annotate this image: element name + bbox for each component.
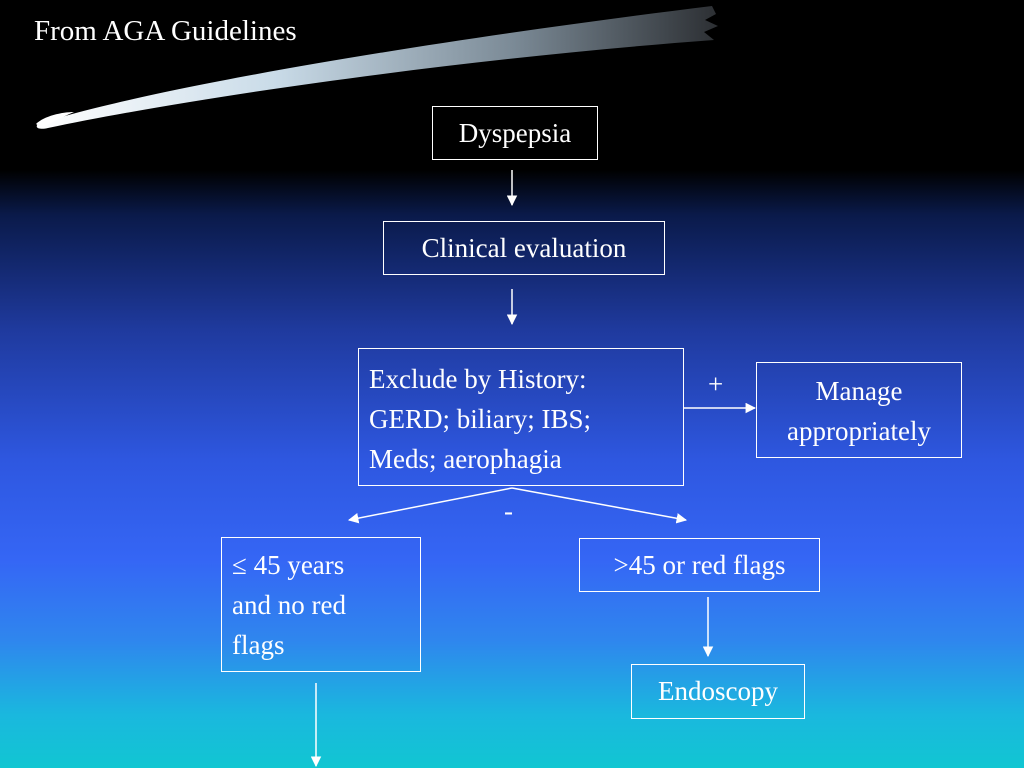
under45-line-2: and no red <box>232 590 346 620</box>
edge-label-positive: + <box>708 369 724 399</box>
node-exclude-by-history: Exclude by History: GERD; biliary; IBS; … <box>358 348 684 486</box>
comet-swoosh <box>36 6 718 129</box>
exclude-line-2: GERD; biliary; IBS; <box>369 404 591 434</box>
slide-title: From AGA Guidelines <box>34 15 297 47</box>
node-endoscopy: Endoscopy <box>631 664 805 719</box>
arrow-exclude-to-over45 <box>511 487 688 524</box>
manage-line-2: appropriately <box>787 416 931 446</box>
exclude-line-1: Exclude by History: <box>369 364 587 394</box>
node-dyspepsia-label: Dyspepsia <box>458 118 572 148</box>
manage-line-1: Manage <box>815 376 903 406</box>
node-over-45: >45 or red flags <box>579 538 820 592</box>
node-over-45-label: >45 or red flags <box>613 550 786 580</box>
arrow-exclude-to-under45 <box>347 487 513 524</box>
node-clinical-evaluation-label: Clinical evaluation <box>421 233 627 263</box>
node-manage-appropriately: Manage appropriately <box>756 362 962 458</box>
under45-line-1: ≤ 45 years <box>232 550 345 580</box>
node-endoscopy-label: Endoscopy <box>658 676 778 706</box>
under45-line-3: flags <box>232 630 285 660</box>
node-clinical-evaluation: Clinical evaluation <box>383 221 665 275</box>
exclude-line-3: Meds; aerophagia <box>369 444 562 474</box>
node-under-45: ≤ 45 years and no red flags <box>221 537 421 672</box>
node-dyspepsia: Dyspepsia <box>432 106 598 160</box>
edge-label-negative: - <box>504 496 513 526</box>
comet-head <box>36 112 74 128</box>
